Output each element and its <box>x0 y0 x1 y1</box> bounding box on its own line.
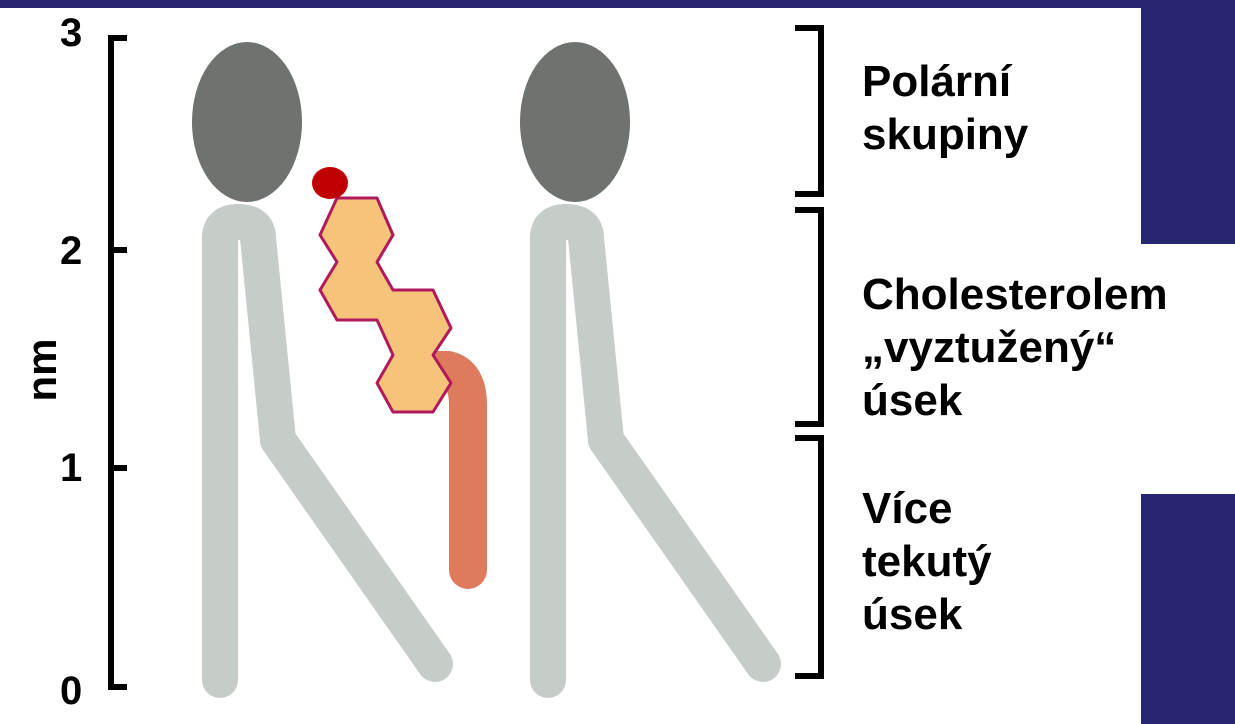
region-label-polar-groups: Polární skupiny <box>862 55 1028 161</box>
region-label-line: úsek <box>862 588 992 641</box>
region-label-line: tekutý <box>862 535 992 588</box>
lipid-tails <box>548 222 763 680</box>
tick-label-3: 3 <box>60 11 82 55</box>
region-label-fluid-region: Více tekutý úsek <box>862 482 992 641</box>
tick-label-1: 1 <box>60 446 82 490</box>
hydroxyl-group <box>312 167 348 199</box>
scale-bar-line <box>111 38 127 687</box>
scale-axis: 3 2 1 0 nm <box>18 11 127 713</box>
polar-head <box>192 42 302 202</box>
steroid-ring-system <box>320 198 451 412</box>
bracket-stiffened-region <box>795 210 821 424</box>
tick-label-2: 2 <box>60 229 82 273</box>
region-label-stiffened-region: Cholesterolem „vyztužený“ úsek <box>862 268 1168 427</box>
region-label-line: úsek <box>862 374 1168 427</box>
phospholipid-right <box>520 42 763 680</box>
bracket-fluid-region <box>795 438 821 676</box>
region-label-line: skupiny <box>862 108 1028 161</box>
region-label-line: Cholesterolem <box>862 268 1168 321</box>
hydrocarbon-tail <box>438 370 468 570</box>
region-brackets <box>795 28 821 676</box>
bracket-polar-groups <box>795 28 821 194</box>
axis-unit-label: nm <box>18 339 65 402</box>
polar-head <box>520 42 630 202</box>
region-label-line: Polární <box>862 55 1028 108</box>
region-label-line: Více <box>862 482 992 535</box>
tick-label-0: 0 <box>60 669 82 713</box>
region-label-line: „vyztužený“ <box>862 321 1168 374</box>
